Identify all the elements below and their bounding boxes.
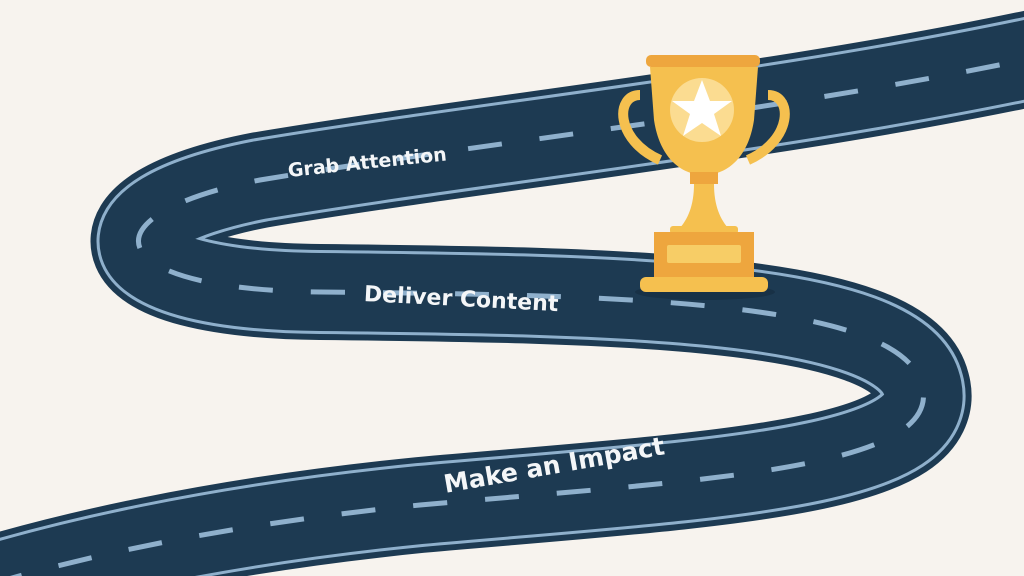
road-center-dashes — [9, 57, 1024, 576]
winding-road — [0, 10, 1024, 576]
trophy-star-icon — [618, 55, 790, 300]
